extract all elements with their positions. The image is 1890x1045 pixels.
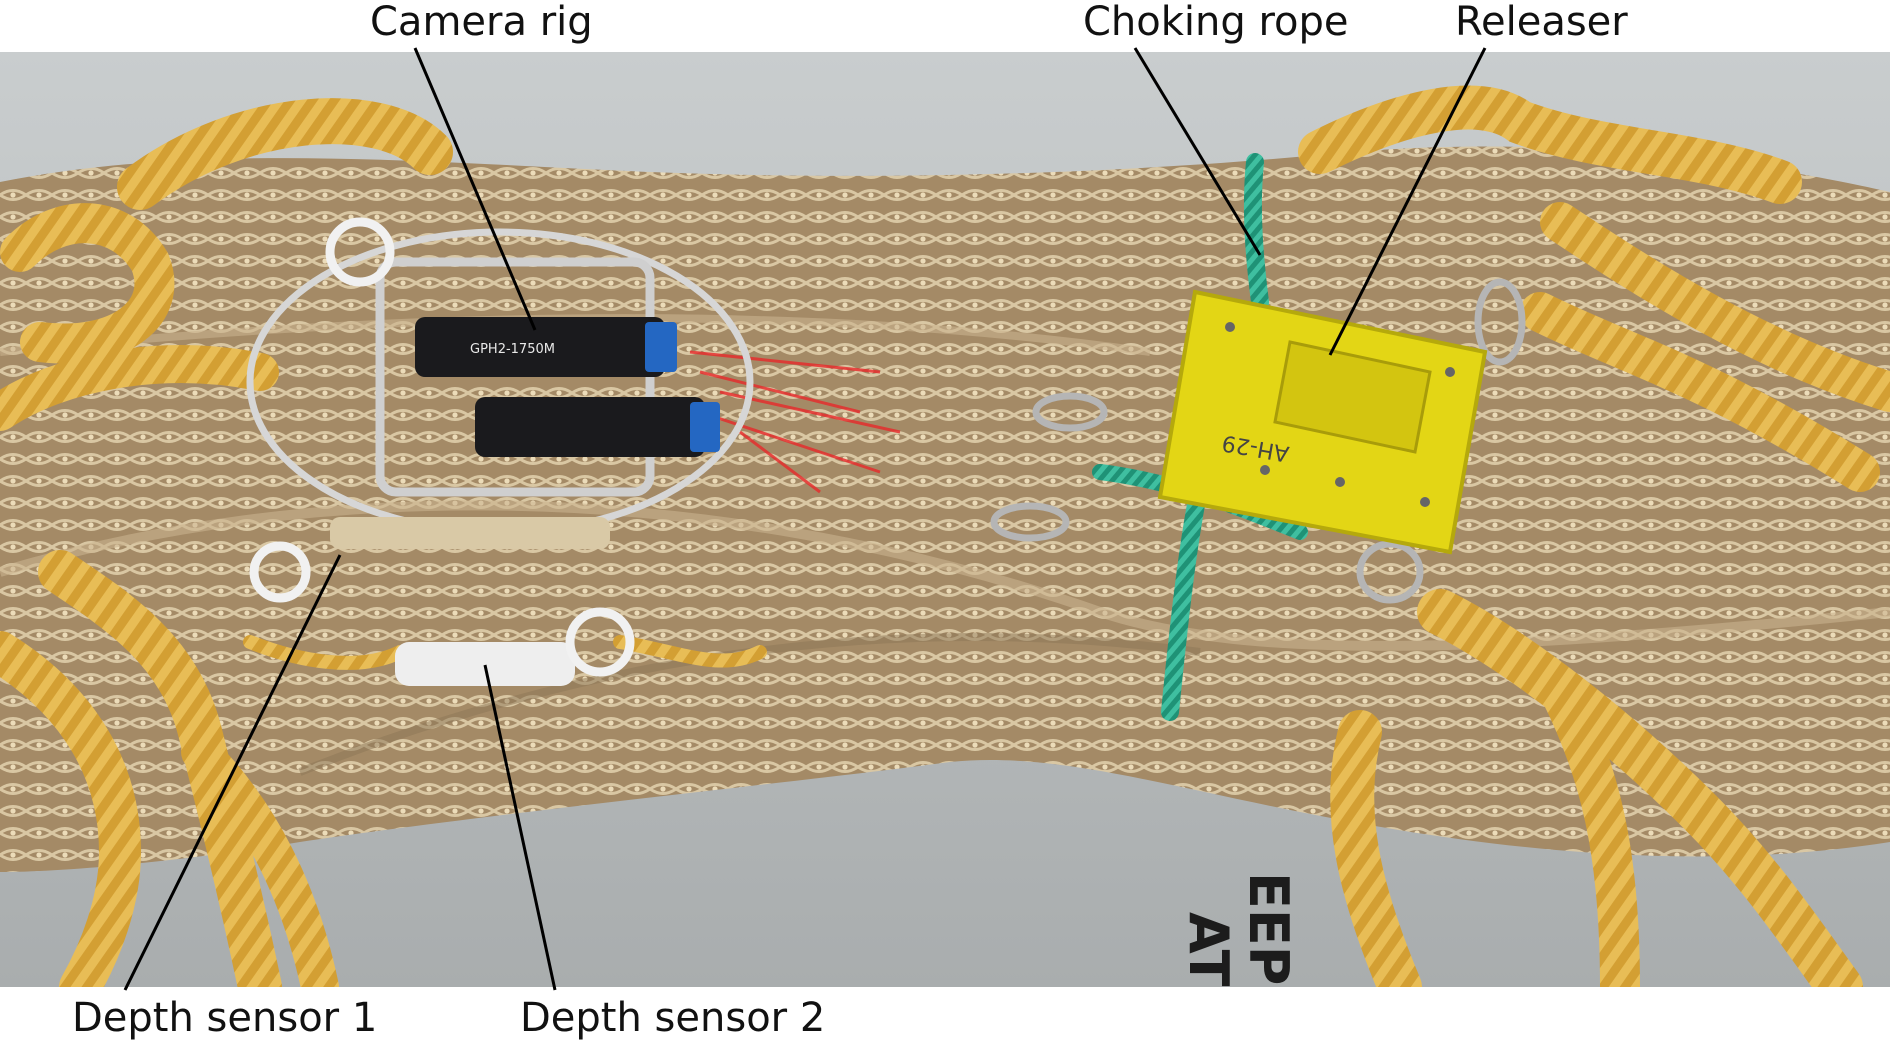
label-choking-rope: Choking rope	[1083, 0, 1349, 45]
camera-cap-2	[690, 402, 720, 452]
label-releaser: Releaser	[1455, 0, 1628, 45]
camera-cap-1	[645, 322, 677, 372]
photo: EEP CL AT SE GPH2-1750M	[0, 52, 1890, 987]
depth-sensor-1	[330, 517, 610, 549]
deck-stencil-line1: EEP CL	[1237, 872, 1300, 987]
camera-housing-1	[415, 317, 665, 377]
deck-stencil: EEP CL AT SE	[1177, 872, 1300, 987]
laser-lines	[689, 350, 901, 494]
deck-stencil-line2: AT SE	[1177, 912, 1240, 987]
label-camera-rig: Camera rig	[370, 0, 593, 45]
depth-sensor-2	[395, 642, 575, 686]
photo-svg: EEP CL AT SE GPH2-1750M	[0, 52, 1890, 987]
camera-housing-2	[475, 397, 705, 457]
label-depth-sensor-2: Depth sensor 2	[520, 995, 826, 1041]
camera-model-text: GPH2-1750M	[470, 342, 555, 357]
label-depth-sensor-1: Depth sensor 1	[72, 995, 378, 1041]
